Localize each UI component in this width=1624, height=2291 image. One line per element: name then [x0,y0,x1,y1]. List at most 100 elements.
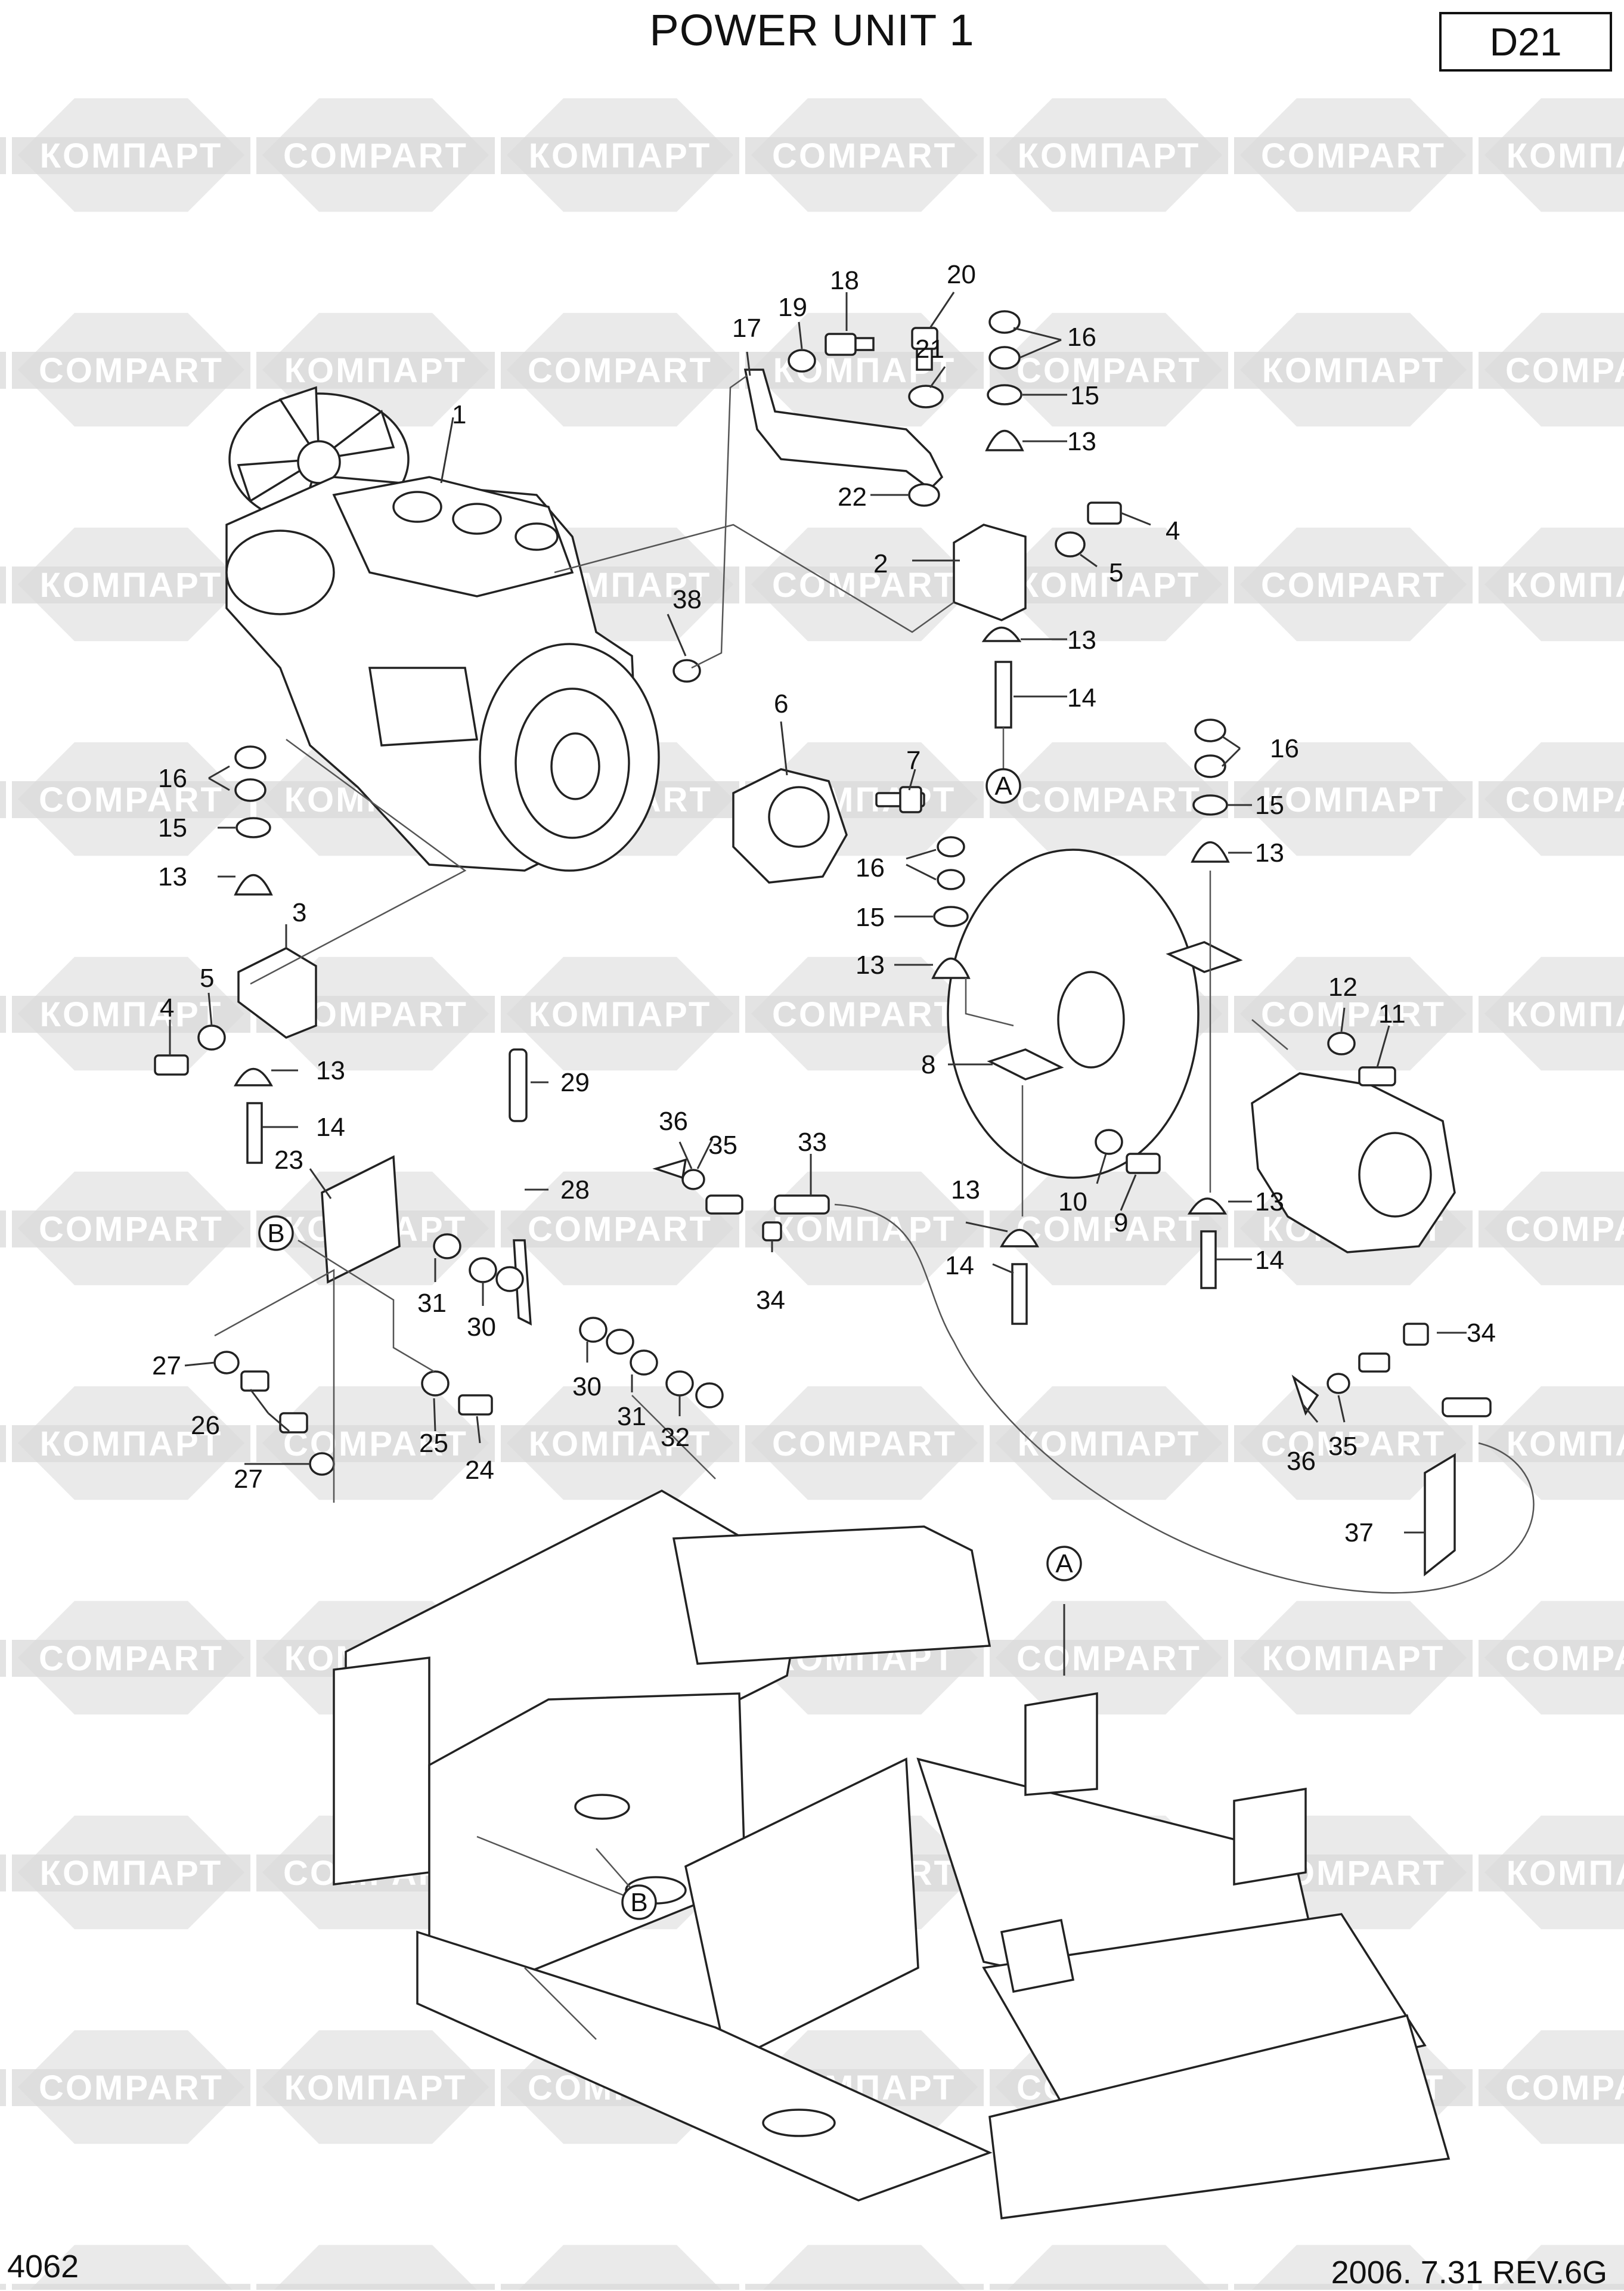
callout-labels: 1 2 3 4 4 5 5 6 7 8 9 10 11 12 13 13 13 … [152,260,1496,1547]
bolt-4-left [154,1054,189,1076]
watermark-band [12,2069,250,2106]
callout-13: 13 [1067,427,1096,456]
bolt-9 [1126,1153,1161,1174]
watermark-text: КОМПАРТ [40,1854,223,1893]
washer-10 [1095,1129,1123,1155]
watermark-logo-shape [1496,2244,1624,2290]
watermark-band [0,781,6,818]
cushion-16-left [234,745,266,802]
callout-14: 14 [945,1251,974,1280]
callout-9: 9 [1114,1208,1128,1237]
marker-a-frame [1046,1546,1082,1581]
washer-15-right [1192,794,1228,816]
bolt-34 [762,1221,782,1242]
watermark-text: КОМПАРТ [284,2069,467,2107]
watermark-text: КОМПАРТ [1018,2283,1201,2290]
rubber-mount-13 [985,430,1024,451]
watermark-text: КОМПАРТ [1262,351,1445,390]
callout-16: 16 [1270,734,1299,763]
watermark-band [0,1640,6,1677]
callout-13: 13 [1067,626,1096,655]
coupling-hub [768,786,830,848]
washer-21 [908,385,944,408]
watermark-band [745,1425,984,1462]
callout-28: 28 [560,1175,590,1205]
bracket-23 [321,1155,401,1284]
watermark-band [745,1210,984,1247]
callout-27: 27 [152,1351,181,1380]
watermark-text: КОМПАРТ [284,351,467,390]
frame-rear-left [333,1657,430,1886]
watermark-band [501,137,739,174]
watermark-band [1479,996,1624,1033]
callout-16: 16 [1067,323,1096,352]
marker-b-bracket [258,1215,294,1251]
washer-5-left [197,1024,226,1051]
callout-25: 25 [419,1429,448,1458]
washer-stack [421,1233,724,1408]
watermark-band [12,1855,250,1891]
flywheel-hub [550,732,600,800]
watermark-band [12,1425,250,1462]
bolt-18 [825,333,875,356]
watermark-text: COMPART [283,137,468,175]
watermark-band [1479,1855,1624,1891]
watermark-text: КОМПАРТ [40,137,223,175]
washer-35 [681,1169,705,1190]
alternator [225,530,335,615]
rubber-mount-13-left [234,874,273,896]
callout-23: 23 [274,1146,303,1175]
watermark-text: COMPART [528,1210,712,1249]
callout-18: 18 [830,266,859,295]
watermark-band [0,1425,6,1462]
watermark-text: COMPART [772,566,957,605]
watermark-band [990,1425,1228,1462]
watermark-band [1234,2284,1473,2290]
callout-17: 17 [732,314,761,343]
frame-slot [574,1794,630,1820]
frame-slot [762,2109,836,2137]
diagram-code-box: D21 [1439,12,1612,72]
callout-19: 19 [778,293,807,322]
watermark-band [501,352,739,389]
watermark-band [256,352,495,389]
watermark-band [1234,566,1473,603]
cable-33 [705,1194,830,1215]
watermark-logo-shape [1007,2244,1211,2290]
watermark-text: КОМПАРТ [529,137,712,175]
callout-16: 16 [856,853,885,883]
marker-label: A [994,772,1012,801]
watermark-text: КОМПАРТ [529,2283,712,2290]
watermark-logo-shape [763,2244,966,2290]
callout-30: 30 [467,1312,496,1342]
watermark-text: КОМПАРТ [1507,566,1624,605]
callout-14: 14 [1255,1246,1284,1275]
callout-34: 34 [756,1286,785,1315]
callout-13: 13 [951,1175,980,1205]
watermark-band [1479,566,1624,603]
watermark-text: COMPART [1505,1210,1624,1249]
watermark-band [12,352,250,389]
bolt-11 [1358,1066,1396,1086]
page-number: 4062 [7,2249,79,2284]
watermark-band [0,996,6,1033]
rubber-mount-13-left-lower [234,1067,273,1086]
callout-2: 2 [873,549,888,578]
watermark-text: COMPART [1016,351,1201,390]
watermark-band [745,2284,984,2290]
callout-36: 36 [1287,1447,1316,1476]
watermark-band [501,996,739,1033]
callout-7: 7 [906,746,921,775]
watermark-band [0,1210,6,1247]
callout-12: 12 [1328,973,1358,1002]
revision-date: 2006. 7.31 REV.6G [1331,2255,1607,2290]
watermark-band [990,137,1228,174]
callout-4: 4 [1166,516,1180,546]
callout-13: 13 [316,1056,345,1085]
marker-label: B [630,1888,647,1917]
washer-12 [1327,1032,1356,1055]
watermark-band [1479,1425,1624,1462]
callout-24: 24 [465,1456,494,1485]
watermark-text: COMPART [283,2283,468,2290]
watermark-text: COMPART [1016,1210,1201,1249]
